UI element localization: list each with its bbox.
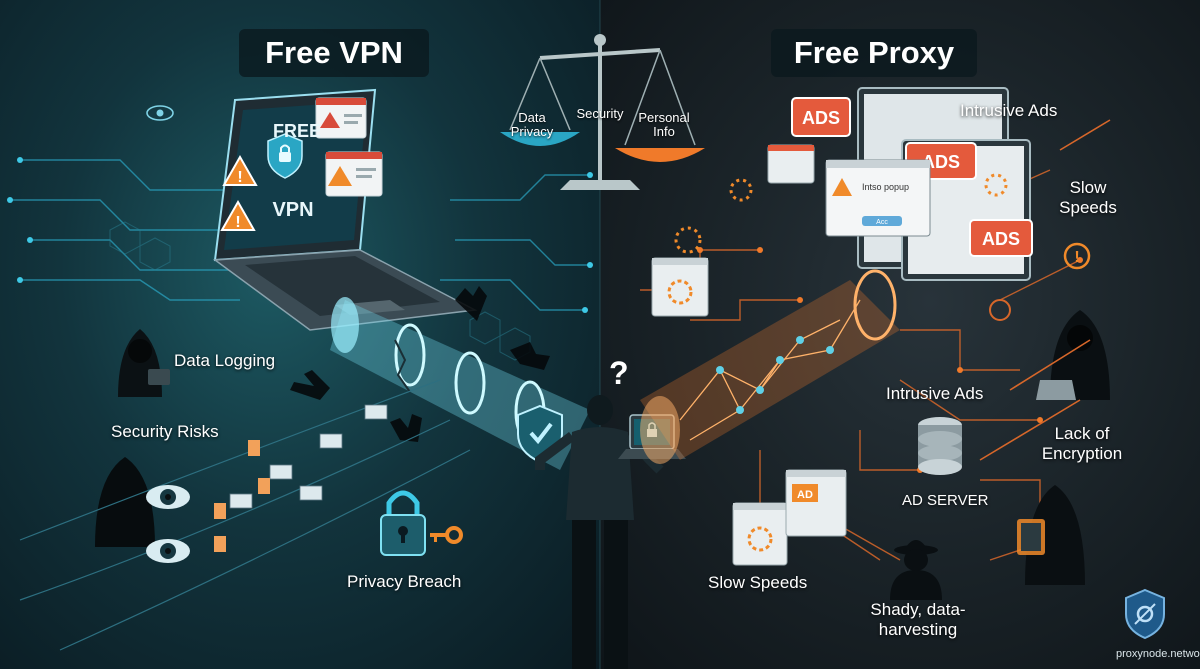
free-vpn-title: Free VPN bbox=[239, 29, 429, 77]
vpn-circuit-nodes bbox=[7, 157, 593, 313]
label-shady-data-harvesting: Shady, data-harvesting bbox=[870, 600, 966, 639]
vpn-shield-icon bbox=[267, 133, 303, 179]
warning-icon: ! bbox=[220, 199, 256, 231]
vpn-hex-pattern bbox=[109, 221, 531, 361]
svg-text:Acc: Acc bbox=[876, 219, 888, 226]
proxy-tunnel bbox=[640, 269, 900, 464]
alert-icon: ! bbox=[1063, 242, 1091, 270]
label-data-logging: Data Logging bbox=[174, 351, 276, 370]
eye-icon bbox=[146, 485, 190, 509]
label-slow-speeds-top: Slow Speeds bbox=[1059, 178, 1117, 217]
document-icon bbox=[214, 440, 270, 552]
hooded-hacker-tablet bbox=[1017, 485, 1085, 585]
svg-text:!: ! bbox=[1074, 249, 1079, 266]
loading-window bbox=[732, 502, 788, 566]
ads-badge: ADS bbox=[791, 97, 851, 137]
ad-server-database-icon bbox=[918, 417, 962, 475]
hooded-figure bbox=[118, 329, 170, 397]
scale-label-data-privacy: Data Privacy bbox=[510, 110, 554, 139]
label-intrusive-ads-mid: Intrusive Ads bbox=[886, 384, 984, 403]
watermark-text: proxynode.network bbox=[1116, 648, 1200, 660]
label-lack-of-encryption: Lack of Encryption bbox=[1041, 424, 1123, 463]
eye-icon bbox=[146, 105, 174, 121]
magnifier-icon bbox=[989, 299, 1011, 321]
svg-text:ADS: ADS bbox=[802, 108, 840, 128]
loading-window bbox=[651, 257, 709, 317]
svg-text:AD: AD bbox=[797, 489, 813, 501]
label-slow-speeds-bottom: Slow Speeds bbox=[708, 573, 808, 592]
svg-text:Intso popup: Intso popup bbox=[862, 182, 909, 192]
label-privacy-breach: Privacy Breach bbox=[347, 572, 462, 591]
scale-label-personal-info: Personal Info bbox=[638, 110, 690, 139]
svg-text:ADS: ADS bbox=[982, 229, 1020, 249]
warning-popup bbox=[315, 97, 367, 139]
free-proxy-title: Free Proxy bbox=[771, 29, 977, 77]
svg-text:!: ! bbox=[235, 214, 240, 231]
label-intrusive-ads-top: Intrusive Ads bbox=[960, 101, 1058, 120]
arrow-lines bbox=[979, 119, 1111, 461]
envelope-icon bbox=[229, 404, 388, 509]
grabbing-hands bbox=[290, 286, 550, 442]
laptop-text-free: FREE bbox=[273, 121, 321, 141]
hooded-hacker bbox=[1036, 310, 1110, 400]
svg-text:ADS: ADS bbox=[922, 152, 960, 172]
balance-scale bbox=[500, 34, 705, 190]
label-security-risks: Security Risks bbox=[111, 422, 219, 441]
ad-window: AD bbox=[785, 469, 847, 537]
laptop-text-vpn: VPN bbox=[272, 199, 313, 221]
key-icon bbox=[430, 526, 463, 544]
warning-icon: ! bbox=[222, 154, 258, 186]
ads-badge: ADS bbox=[969, 219, 1033, 257]
scale-label-security: Security bbox=[576, 106, 624, 121]
label-ad-server: AD SERVER bbox=[902, 492, 989, 509]
warning-popup bbox=[325, 151, 383, 197]
svg-text:!: ! bbox=[237, 169, 242, 186]
question-mark: ? bbox=[609, 355, 629, 391]
vpn-circuit-lines bbox=[10, 159, 590, 311]
loading-spinner-icon bbox=[674, 173, 1008, 254]
intrusive-popup: Intso popup Acc bbox=[825, 159, 931, 237]
data-stream bbox=[19, 379, 471, 651]
eye-icon bbox=[146, 539, 190, 563]
spy-figure bbox=[890, 540, 942, 600]
proxynode-logo-icon bbox=[1125, 588, 1165, 640]
padlock-icon bbox=[380, 490, 426, 556]
hooded-figure bbox=[95, 457, 155, 547]
loading-window bbox=[767, 144, 815, 184]
person-silhouette bbox=[535, 395, 664, 669]
